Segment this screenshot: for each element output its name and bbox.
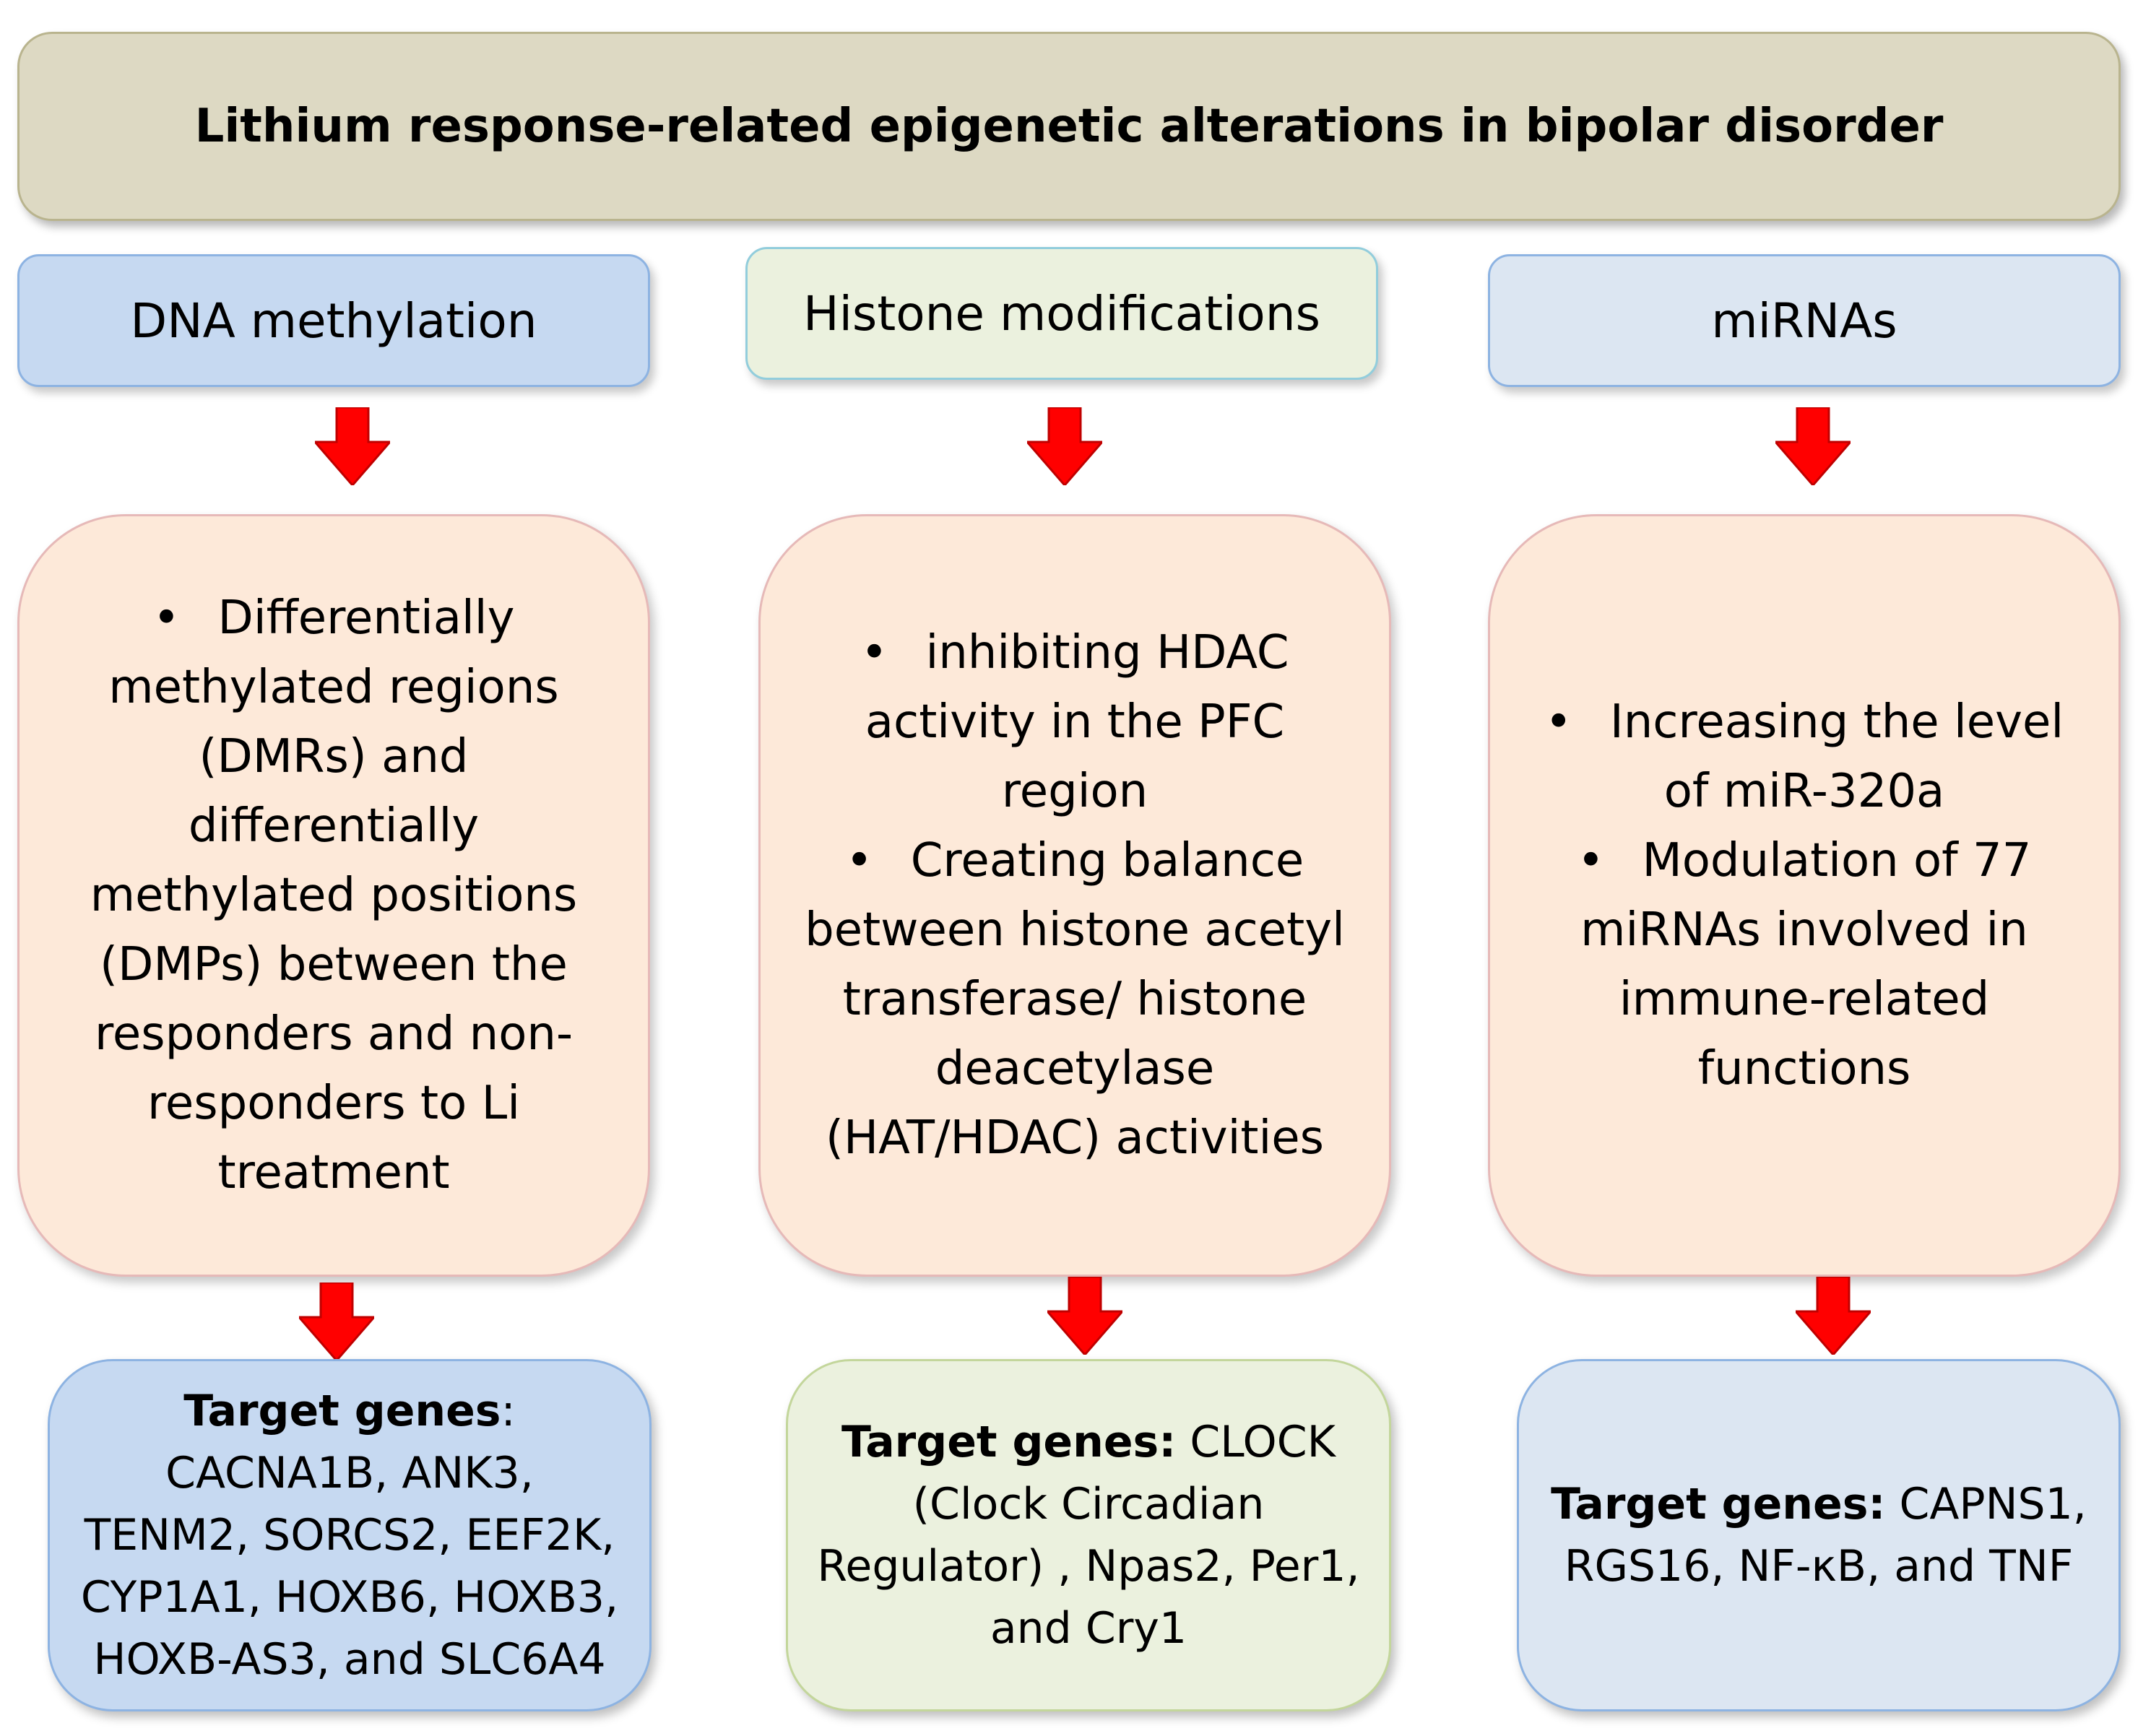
- category-dna-methylation: DNA methylation: [17, 254, 650, 387]
- mechanism-box-dna-methylation: •Differentially methylated regions (DMRs…: [17, 514, 650, 1277]
- target-genes-label: Target genes:: [1551, 1479, 1886, 1529]
- down-arrow-icon: [315, 407, 390, 485]
- category-label: Histone modifications: [802, 285, 1321, 342]
- down-arrow-icon: [299, 1283, 374, 1360]
- category-mirnas: miRNAs: [1488, 254, 2121, 387]
- bullet-icon: •: [152, 591, 181, 645]
- diagram-title: Lithium response-related epigenetic alte…: [194, 100, 1944, 153]
- bullet-icon: •: [1577, 834, 1605, 887]
- diagram-title-box: Lithium response-related epigenetic alte…: [17, 32, 2121, 221]
- target-genes-label: Target genes:: [841, 1417, 1177, 1467]
- category-label: DNA methylation: [130, 292, 537, 349]
- category-label: miRNAs: [1711, 292, 1897, 349]
- bullet-icon: •: [845, 834, 873, 887]
- mechanism-list: •Increasing the level of miR-320a •Modul…: [1490, 687, 2118, 1103]
- down-arrow-icon: [1047, 1277, 1122, 1355]
- bullet-icon: •: [860, 626, 888, 680]
- bullet-icon: •: [1544, 695, 1572, 749]
- down-arrow-icon: [1775, 407, 1851, 485]
- target-genes-text: Target genes: CACNA1B, ANK3, TENM2, SORC…: [79, 1380, 620, 1691]
- target-genes-list: CLOCK (Clock Circadian Regulator) , Npas…: [817, 1417, 1360, 1654]
- category-histone-modifications: Histone modifications: [745, 247, 1378, 380]
- mechanism-item: •Differentially methylated regions (DMRs…: [56, 583, 612, 1207]
- target-genes-box-histone-modifications: Target genes: CLOCK (Clock Circadian Reg…: [786, 1359, 1391, 1711]
- mechanism-box-histone-modifications: •inhibiting HDAC activity in the PFC reg…: [758, 514, 1391, 1277]
- mechanism-item: •Modulation of 77 miRNAs involved in imm…: [1526, 826, 2082, 1103]
- mechanism-item: •Increasing the level of miR-320a: [1526, 687, 2082, 826]
- mechanism-list: •inhibiting HDAC activity in the PFC reg…: [761, 618, 1389, 1173]
- mechanism-item: •inhibiting HDAC activity in the PFC reg…: [797, 618, 1353, 826]
- mechanism-list: •Differentially methylated regions (DMRs…: [20, 583, 648, 1207]
- target-genes-text: Target genes: CAPNS1, RGS16, NF-κB, and …: [1548, 1473, 2090, 1597]
- target-genes-box-dna-methylation: Target genes: CACNA1B, ANK3, TENM2, SORC…: [48, 1359, 652, 1711]
- down-arrow-icon: [1796, 1277, 1871, 1355]
- target-genes-text: Target genes: CLOCK (Clock Circadian Reg…: [817, 1411, 1360, 1659]
- mechanism-item: •Creating balance between histone acetyl…: [797, 826, 1353, 1173]
- down-arrow-icon: [1027, 407, 1102, 485]
- target-genes-list: CAPNS1, RGS16, NF-κB, and TNF: [1564, 1479, 2087, 1592]
- target-genes-list: : CACNA1B, ANK3, TENM2, SORCS2, EEF2K, C…: [80, 1386, 619, 1685]
- target-genes-label: Target genes: [183, 1386, 501, 1436]
- target-genes-box-mirnas: Target genes: CAPNS1, RGS16, NF-κB, and …: [1517, 1359, 2121, 1711]
- mechanism-box-mirnas: •Increasing the level of miR-320a •Modul…: [1488, 514, 2121, 1277]
